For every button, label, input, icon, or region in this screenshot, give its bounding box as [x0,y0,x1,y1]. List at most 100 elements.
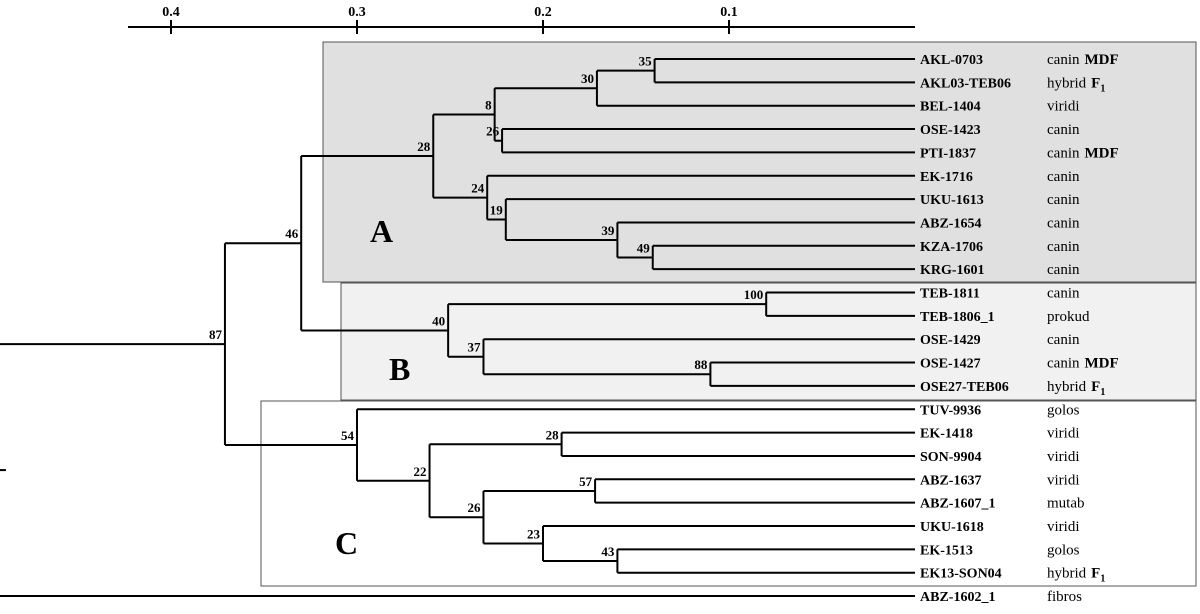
taxon-name: UKU-1613 [920,193,984,208]
support-value: 49 [637,240,651,255]
support-value: 54 [341,428,355,443]
taxon-name: EK-1716 [920,170,973,185]
taxon-name: TUV-9936 [920,403,981,418]
support-value: 37 [467,340,481,355]
taxon-group: viridi [1047,99,1080,115]
taxon-group-name: golos [1047,402,1080,418]
taxon-group: canin [1047,215,1080,231]
taxon-name: ABZ-1637 [920,473,981,488]
scale-tick-label: 0.3 [348,5,366,20]
taxon-group: prokud [1047,309,1090,325]
taxon-name: PTI-1837 [920,146,976,161]
taxon-group-name: hybrid [1047,379,1087,395]
taxon-group-name: hybrid [1047,75,1087,91]
support-value: 100 [744,287,764,302]
taxon-group: canin [1047,332,1080,348]
taxon-name: KRG-1601 [920,263,985,278]
support-value: 23 [527,527,541,542]
taxon-group-name: canin [1047,239,1080,255]
taxon-group-name: canin [1047,215,1080,231]
taxon-group-name: canin [1047,52,1080,68]
taxon-group: golos [1047,402,1080,418]
taxon-group-mark: F [1091,566,1100,582]
taxon-group-mark: F [1091,379,1100,395]
taxon-name: ABZ-1602_1 [920,590,995,605]
taxon-group: canin [1047,239,1080,255]
taxon-group: viridi [1047,472,1080,488]
taxon-group: canin [1047,169,1080,185]
taxon-group-subscript: 1 [1100,387,1105,398]
clade-c-label: C [335,525,358,561]
support-value: 46 [285,226,299,241]
scale-tick-label: 0.4 [162,5,180,20]
taxon-group: canin [1047,122,1080,138]
taxon-name: OSE-1429 [920,333,981,348]
support-value: 35 [639,54,653,69]
taxon-group-mark: F [1091,75,1100,91]
taxon-name: EK-1418 [920,427,973,442]
support-value: 28 [546,427,560,442]
taxon-name: AKL03-TEB06 [920,76,1011,91]
support-value: 22 [414,464,427,479]
taxon-group: golos [1047,542,1080,558]
taxon-group-name: canin [1047,122,1080,138]
taxon-group-name: golos [1047,542,1080,558]
taxon-group-mark: MDF [1084,356,1118,372]
taxon-group: viridi [1047,519,1080,535]
clade-b-label: B [389,351,410,387]
scale-tick-label: 0.2 [534,5,552,20]
taxon-group-name: fibros [1047,589,1082,605]
support-values: 3530268493919242810088374046285743232622… [209,54,763,559]
taxon-name: BEL-1404 [920,100,981,115]
taxon-name: OSE27-TEB06 [920,380,1009,395]
taxon-group-name: viridi [1047,449,1080,465]
taxon-group-name: canin [1047,262,1080,278]
taxon-name: ABZ-1607_1 [920,497,995,512]
taxon-group-name: canin [1047,192,1080,208]
taxon-group: mutab [1047,496,1085,512]
taxon-name: SON-9904 [920,450,981,465]
taxon-name: EK-1513 [920,543,973,558]
taxon-group: viridi [1047,426,1080,442]
taxon-group-name: viridi [1047,519,1080,535]
taxon-name: OSE-1423 [920,123,981,138]
taxon-name: KZA-1706 [920,240,983,255]
taxon-group-subscript: 1 [1100,83,1105,94]
support-value: 26 [467,500,481,515]
support-value: 40 [432,313,445,328]
taxon-name: OSE-1427 [920,357,981,372]
support-value: 30 [581,71,594,86]
scale-tick-label: 0.1 [720,5,738,20]
taxon-group-mark: MDF [1084,145,1118,161]
clade-a-label: A [370,213,393,249]
taxon-group-name: hybrid [1047,566,1087,582]
taxon-group: fibros [1047,589,1082,605]
support-value: 88 [694,357,708,372]
taxon-group-name: canin [1047,356,1080,372]
taxon-name: ABZ-1654 [920,216,981,231]
taxon-group-name: canin [1047,286,1080,302]
taxon-group-name: viridi [1047,99,1080,115]
support-value: 19 [490,203,504,218]
taxon-name: TEB-1806_1 [920,310,995,325]
taxon-group-name: mutab [1047,496,1085,512]
support-value: 39 [601,223,615,238]
taxon-group-name: canin [1047,332,1080,348]
taxon-name: AKL-0703 [920,53,983,68]
support-value: 26 [486,124,500,139]
support-value: 57 [579,474,593,489]
taxon-group-name: viridi [1047,472,1080,488]
taxon-group-name: canin [1047,145,1080,161]
taxon-group-mark: MDF [1084,52,1118,68]
support-value: 8 [485,97,492,112]
taxon-group-name: prokud [1047,309,1090,325]
taxon-name: EK13-SON04 [920,567,1002,582]
taxon-group: canin [1047,262,1080,278]
support-value: 24 [471,181,485,196]
